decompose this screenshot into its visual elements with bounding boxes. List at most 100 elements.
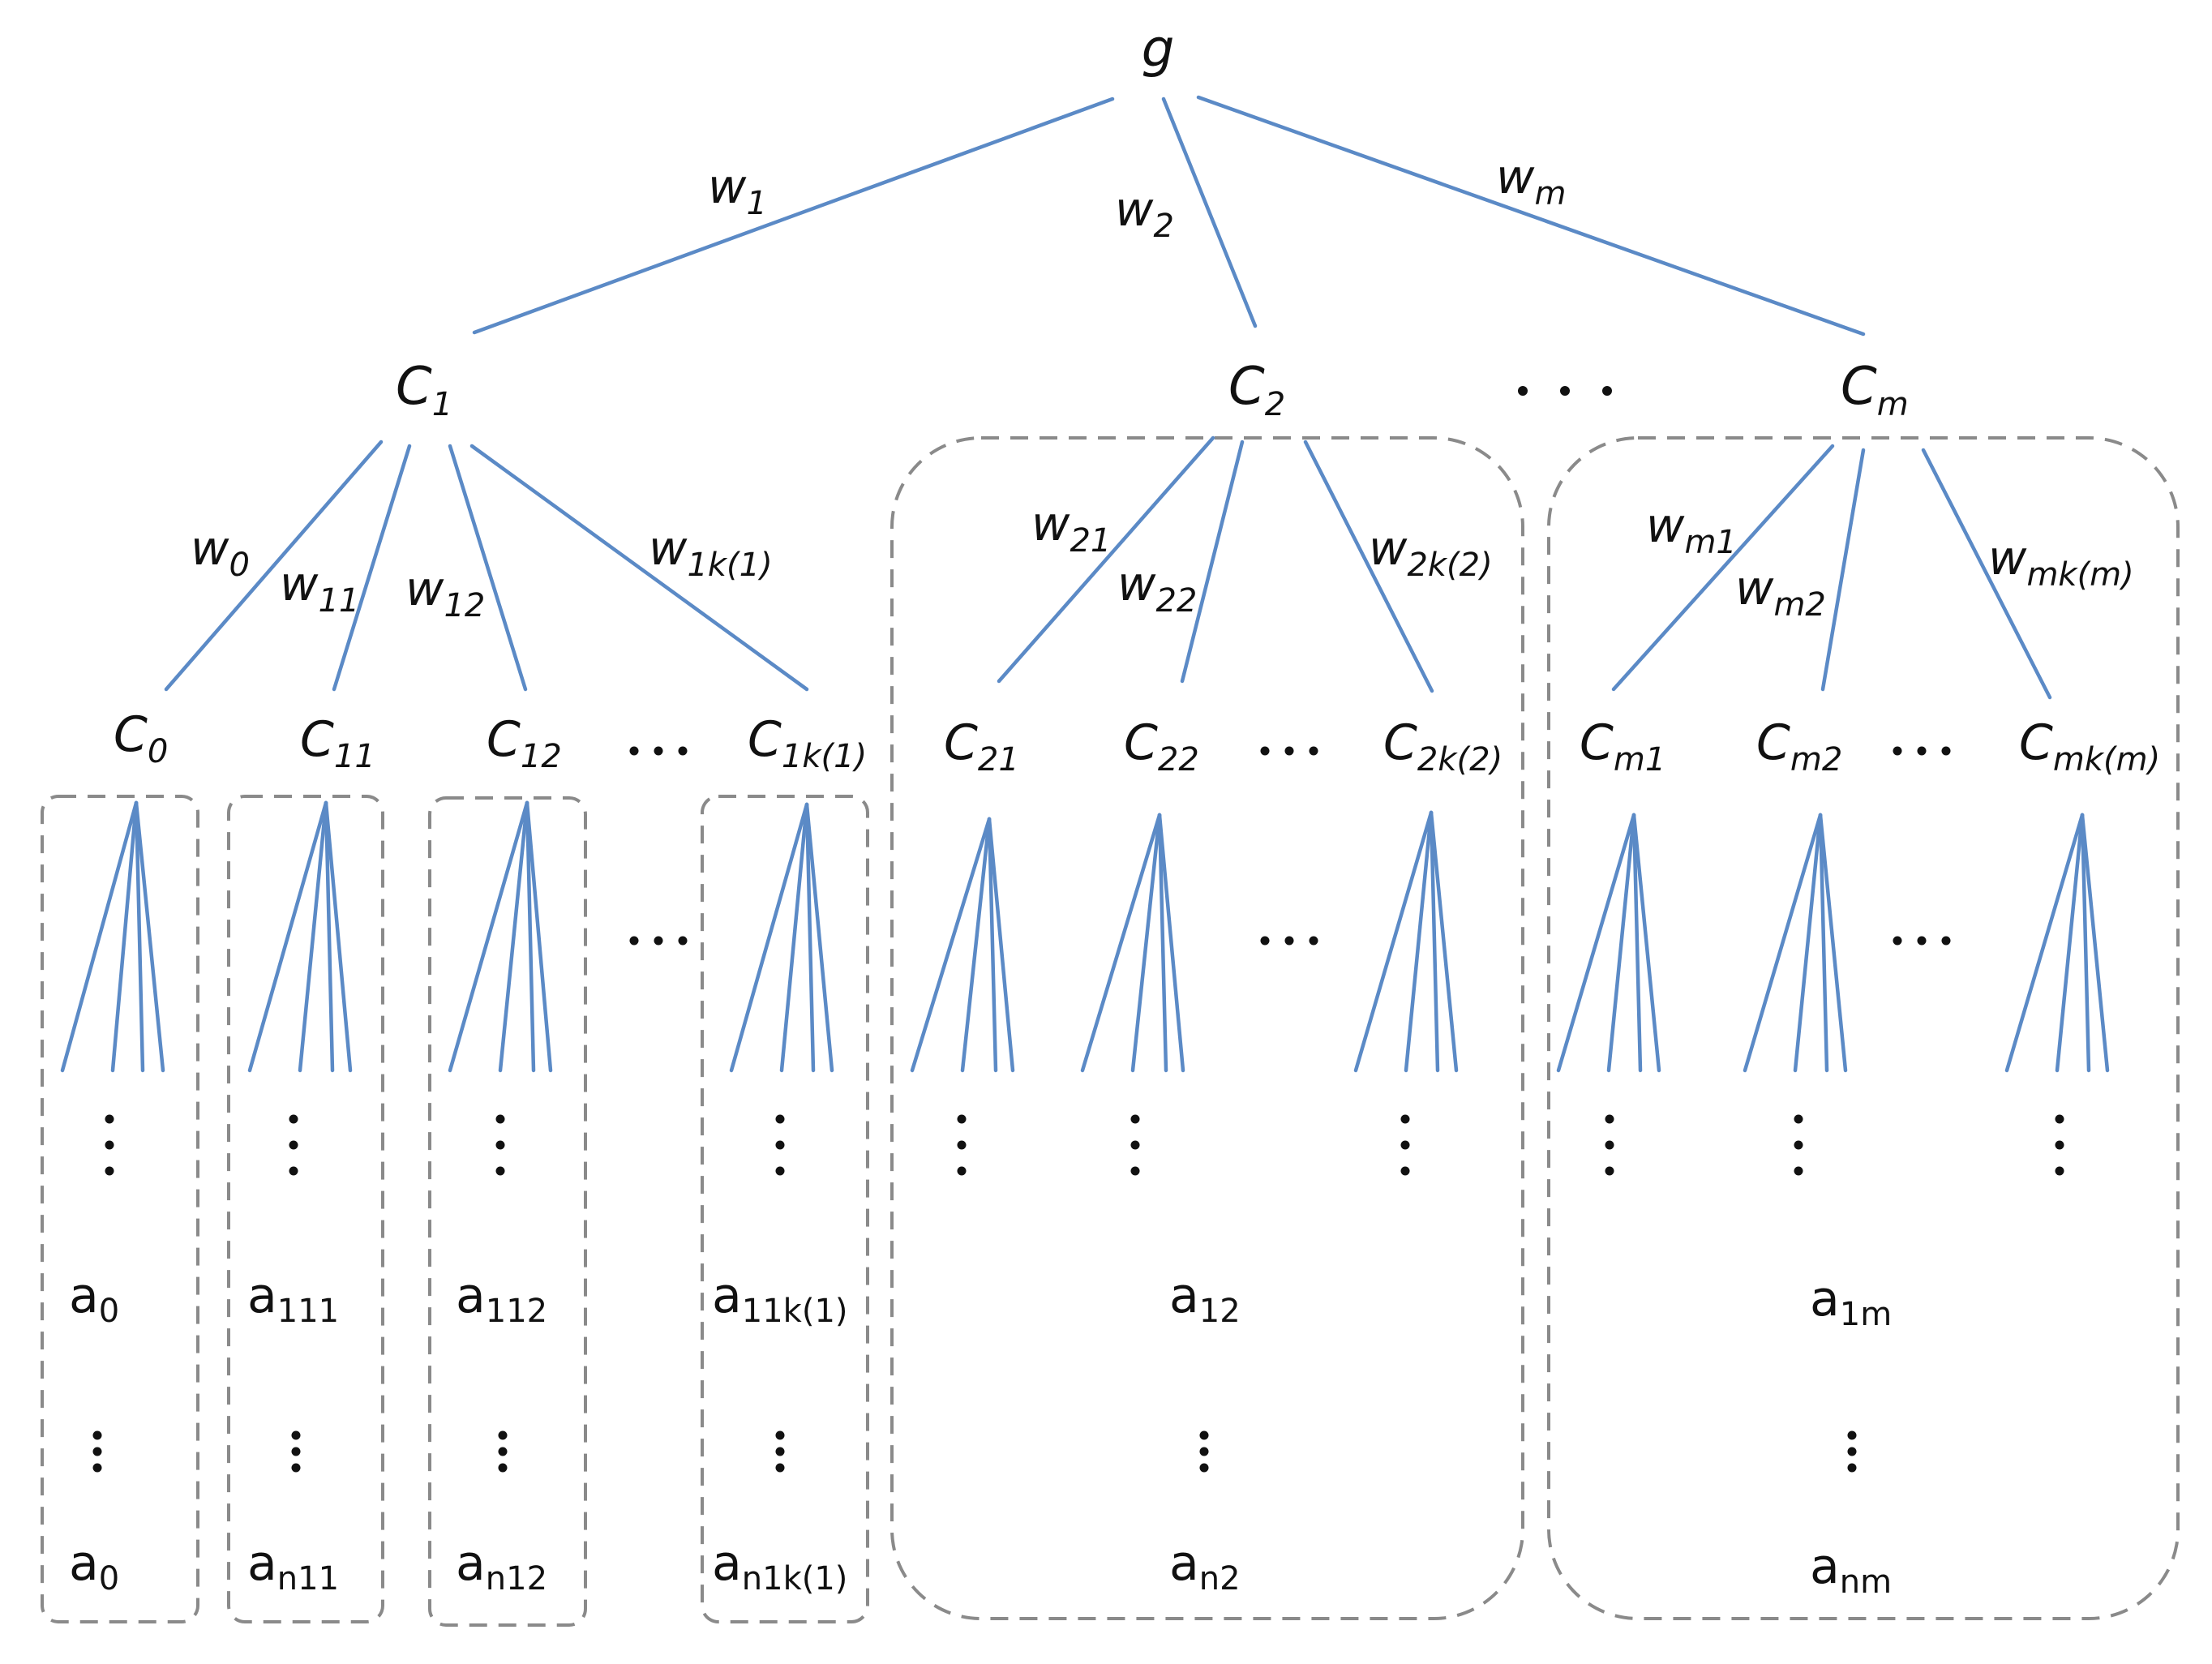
criterion-label-cm: Cm (1841, 357, 1909, 423)
subcriterion-label-c22: C22 (1124, 714, 1199, 778)
vertical-ellipsis (775, 1114, 785, 1176)
ellipsis-dot (1400, 1166, 1410, 1176)
edge-c1-c12 (448, 444, 528, 692)
criterion-label-c1: C1 (396, 357, 452, 423)
alternative-last-c1k1: an1k(1) (712, 1535, 847, 1598)
ellipsis-dot (2055, 1166, 2064, 1176)
fan-line (525, 800, 536, 1073)
ellipsis-dot (1400, 1114, 1410, 1124)
vertical-ellipsis (92, 1430, 102, 1473)
alternative-first-cm: a1m (1810, 1271, 1892, 1333)
ellipsis-dot (92, 1430, 102, 1440)
fan-line (910, 817, 992, 1073)
fan-line (134, 800, 165, 1073)
ellipsis-dot (1199, 1463, 1209, 1473)
fan-line (729, 802, 809, 1073)
fan-line (1818, 813, 1829, 1073)
ellipsis-dot (92, 1447, 102, 1456)
group-box-c11 (227, 795, 384, 1623)
ellipsis-dot (775, 1463, 785, 1473)
weight-label-w22: w22 (1117, 556, 1197, 620)
fan-line (1631, 813, 1643, 1073)
hierarchy-edges (60, 95, 2110, 1073)
fan-line (1157, 813, 1185, 1073)
fan-line (60, 800, 139, 1073)
edge-c1-c1k1 (469, 444, 809, 692)
ellipsis-dot (105, 1166, 114, 1176)
fan-line (1429, 810, 1440, 1073)
alternative-first-c0: a0 (69, 1267, 119, 1330)
vertical-ellipsis (1199, 1430, 1209, 1473)
ellipsis-dot (1917, 936, 1927, 946)
group-boxes (41, 436, 2180, 1627)
ellipsis-dot (957, 1140, 967, 1150)
fan-line (987, 817, 1015, 1073)
ellipsis-dot (495, 1166, 505, 1176)
subcriterion-label-cmkm: Cmk(m) (2019, 714, 2160, 778)
subcriterion-label-c2k2: C2k(2) (1383, 714, 1503, 778)
fan-line (779, 802, 809, 1073)
edge-cm-cm1 (1611, 444, 1835, 692)
ellipsis-dot (289, 1140, 298, 1150)
fan-line (960, 817, 992, 1073)
fan-line (2080, 813, 2091, 1073)
weight-label-w21: w21 (1031, 496, 1111, 560)
fan-line (804, 802, 816, 1073)
ellipsis-dot (654, 746, 663, 756)
fan-line (1743, 813, 1823, 1073)
weight-label-w11: w11 (280, 556, 359, 620)
ellipsis-dot (1130, 1140, 1140, 1150)
subcriterion-label-c1k1: C1k(1) (748, 711, 867, 775)
weight-label-w1: w1 (708, 159, 767, 222)
ellipsis-dot (629, 746, 639, 756)
edge-g-cm (1196, 95, 1866, 337)
fan-line (1080, 813, 1162, 1073)
fan-line (804, 802, 834, 1073)
ellipsis-dot (1794, 1140, 1803, 1150)
ellipsis-dot (1893, 936, 1902, 946)
fan-line (2004, 813, 2085, 1073)
fan-line (1631, 813, 1661, 1073)
edge-c2-c21 (997, 435, 1215, 684)
alternative-last-cm: anm (1810, 1538, 1892, 1601)
horizontal-ellipsis (1893, 746, 1951, 756)
fan-line (987, 817, 998, 1073)
edge-c2-c2k2 (1303, 440, 1434, 693)
horizontal-ellipsis (1260, 936, 1318, 946)
ellipsis-dot (1400, 1140, 1410, 1150)
horizontal-ellipsis (629, 746, 688, 756)
group-box-c12 (428, 796, 587, 1627)
criteria-ellipsis (1518, 386, 1612, 396)
ellipsis-dot (1917, 746, 1927, 756)
ellipsis-marks (92, 746, 2064, 1473)
subcriterion-label-c12: C12 (487, 711, 562, 775)
ellipsis-dot (1605, 1140, 1614, 1150)
subcriterion-label-c0: C0 (114, 706, 168, 770)
ellipsis-dot (1284, 746, 1294, 756)
vertical-ellipsis (289, 1114, 298, 1176)
weight-label-w2: w2 (1115, 182, 1174, 245)
alternative-last-c11: an11 (247, 1535, 339, 1598)
ellipsis-dot (291, 1463, 301, 1473)
fan-line (134, 800, 145, 1073)
ellipsis-dot (775, 1447, 785, 1456)
ellipsis-dot (105, 1140, 114, 1150)
alternative-first-c1k1: a11k(1) (712, 1267, 848, 1330)
fan-line (1157, 813, 1168, 1073)
ellipsis-dot (498, 1447, 508, 1456)
group-box-c2 (890, 436, 1524, 1620)
ellipsis-dot (1309, 746, 1318, 756)
weight-label-w1k1: w1k(1) (649, 521, 773, 584)
ellipsis-dot (1941, 746, 1951, 756)
vertical-ellipsis (1605, 1114, 1614, 1176)
criterion-label-c2: C2 (1228, 357, 1285, 423)
fan-line (1556, 813, 1636, 1073)
fan-line (324, 800, 353, 1073)
ellipsis-dot (498, 1463, 508, 1473)
fan-line (298, 800, 328, 1073)
edge-c1-c0 (164, 440, 384, 692)
fan-line (448, 800, 529, 1073)
edge-cm-cm2 (1820, 448, 1866, 692)
vertical-ellipsis (495, 1114, 505, 1176)
